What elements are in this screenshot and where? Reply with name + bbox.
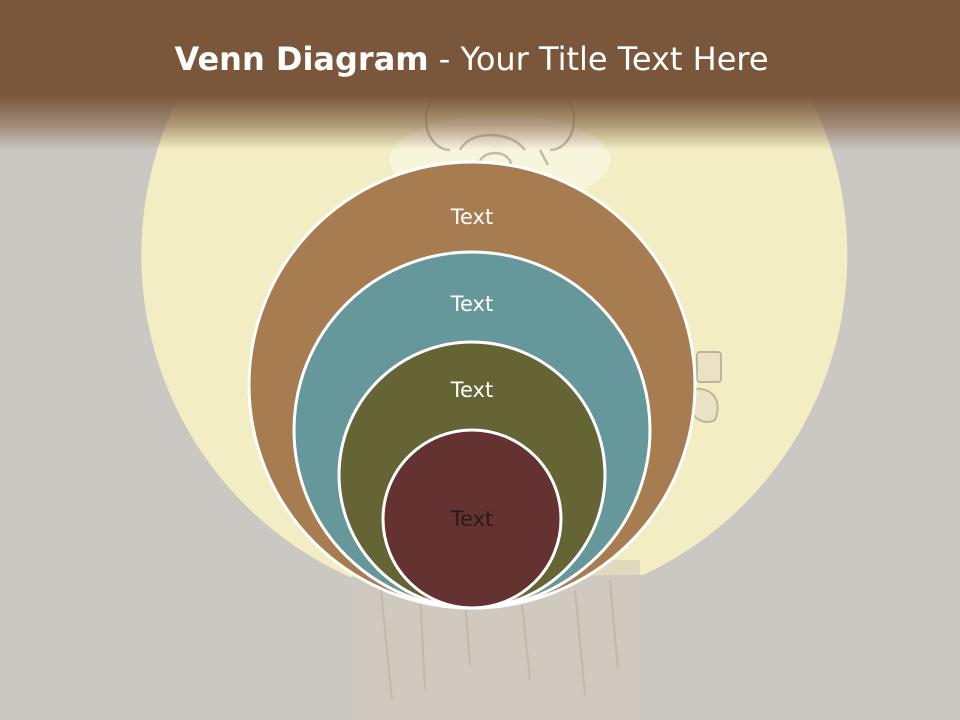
title-regular-part: - Your Title Text Here (428, 40, 769, 78)
circle-inner-label: Text (450, 507, 493, 531)
title-bold-part: Venn Diagram (174, 40, 429, 78)
slide-title: Venn Diagram - Your Title Text Here (0, 40, 943, 78)
diagram-circle-4: Text (381, 428, 563, 610)
title-bar (0, 0, 960, 150)
circle-inner (381, 428, 563, 610)
circle-outer-label: Text (450, 205, 493, 229)
figure-trunk-texture (379, 579, 619, 701)
circle-third-label: Text (450, 378, 493, 402)
figure-hand (689, 351, 722, 423)
circle-second-label: Text (450, 292, 493, 316)
